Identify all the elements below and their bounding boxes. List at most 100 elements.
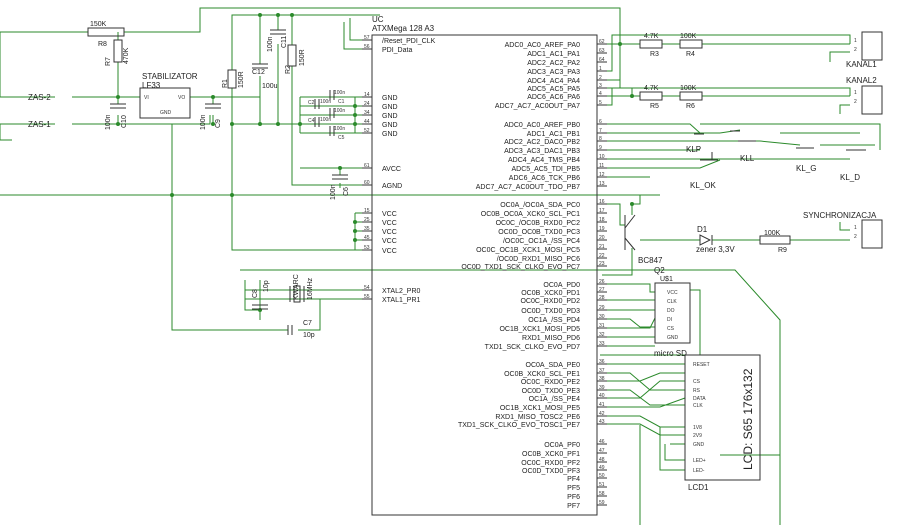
lcd-pin-label: 1V8 (693, 425, 702, 431)
sync-pin1: 1 (854, 225, 857, 231)
mcu-right-pin-number: 4 (599, 91, 602, 97)
stabilizer-gnd: GND (160, 110, 172, 116)
c5-value: 100n (334, 126, 345, 132)
mcu-right-pin-label: OC1A_/SS_PE4 (529, 396, 580, 403)
switch-kld-label: KL_D (840, 173, 860, 182)
mcu-right-pin-number: 23 (599, 261, 605, 267)
r5-name: R5 (650, 103, 659, 110)
mcu-right-pin-number: 8 (599, 136, 602, 142)
r2-name: R2 (285, 65, 292, 74)
c10-name: C10 (121, 115, 128, 128)
mcu-left-pin-number: 52 (364, 128, 370, 134)
mcu-right-pin-number: 51 (599, 482, 605, 488)
sd-title: micro SD (654, 349, 687, 358)
kanal1-pin1: 1 (854, 38, 857, 44)
mcu-right-pin-label: ADC4_AC4_TMS_PB4 (508, 157, 580, 164)
mcu-right-pin-number: 58 (599, 491, 605, 497)
c9-name: C9 (215, 119, 222, 128)
mcu-right-pin-label: ADC7_AC7_AC0OUT_PA7 (495, 103, 580, 110)
mcu-left-pin-label: GND (382, 95, 398, 102)
mcu-left-pin-label: AGND (382, 183, 402, 190)
c4-value: 100n (320, 117, 331, 123)
c10-value: 100n (105, 114, 112, 130)
mcu-right-pin-label: OC0C_RXD0_PE2 (521, 379, 580, 386)
r9-value: 100K (764, 230, 781, 237)
mcu-right-pin-number: 43 (599, 419, 605, 425)
mcu-left-pin-number: 60 (364, 180, 370, 186)
switch-klg-label: KL_G (796, 164, 816, 173)
lcd-pin-label: RS (693, 388, 701, 394)
switch-kll-label: KLL (740, 154, 755, 163)
c11-name: C11 (281, 36, 288, 48)
lcd-title: LCD: S65 176x132 (741, 368, 755, 470)
r5-value: 4.7K (644, 85, 659, 92)
mcu-right-pin-label: OC0D_OC0B_TXD0_PC3 (498, 229, 580, 236)
c6-value: 100n (330, 184, 337, 200)
mcu-right-pin-label: ADC4_AC4_PA4 (527, 78, 580, 85)
mcu-right-pin-label: ADC2_AC2_DAC0_PB2 (504, 139, 580, 146)
transistor-name: BC847 (638, 256, 663, 265)
mcu-right-pin-number: 19 (599, 226, 605, 232)
mcu-right-pin-number: 13 (599, 181, 605, 187)
mcu-right-pin-number: 30 (599, 314, 605, 320)
sd-pin-label: DO (667, 308, 675, 314)
mcu-right-pin-label: OC0D_TXD0_PD3 (521, 308, 580, 315)
mcu-right-pin-number: 49 (599, 465, 605, 471)
mcu-right-pin-number: 20 (599, 235, 605, 241)
mcu-right-pin-label: OC0C_RXD0_PD2 (520, 298, 580, 305)
mcu-right-pin-number: 10 (599, 154, 605, 160)
c8-value: 10p (263, 280, 270, 292)
mcu-right-pin-label: RXD1_MISO_PD6 (522, 335, 580, 342)
mcu-right-pin-label: ADC3_AC3_DAC1_PB3 (504, 148, 580, 155)
mcu-right-pin-number: 39 (599, 385, 605, 391)
mcu-right-pin-number: 1 (599, 66, 602, 72)
crystal-name: KWARC (293, 274, 300, 300)
mcu-right-pin-label: ADC1_AC1_PA1 (527, 51, 580, 58)
mcu-right-pin-label: PF4 (567, 476, 580, 483)
c1-value: 100n (334, 90, 345, 96)
mcu-right-pin-label: OC0D_TXD0_PE3 (522, 388, 580, 395)
lcd-pin-label: LED- (693, 468, 705, 474)
mcu-part: ATXMega 128 A3 (372, 24, 435, 33)
lcd-pin-label: LED+ (693, 458, 706, 464)
mcu-right-pin-label: OC0C_RXD0_PF2 (521, 460, 580, 467)
mcu-left-pin-number: 35 (364, 226, 370, 232)
mcu-left-pin-number: 57 (364, 35, 370, 41)
lcd-pin-label: CS (693, 379, 701, 385)
kanal1-pin2: 2 (854, 47, 857, 53)
c11-value: 100n (267, 36, 274, 52)
mcu-left-pin-label: PDI_Data (382, 47, 412, 54)
mcu-right-pin-number: 37 (599, 368, 605, 374)
mcu-left-pin-number: 14 (364, 92, 370, 98)
mcu-right-pin-number: 17 (599, 208, 605, 214)
mcu-right-pin-number: 6 (599, 119, 602, 125)
mcu-right-pin-label: TXD1_SCK_CLKO_EVO_TOSC1_PE7 (458, 422, 580, 429)
r9-name: R9 (778, 247, 787, 254)
c1-name: C1 (338, 99, 345, 105)
mcu-right-pin-label: RXD1_MISO_TOSC2_PE6 (495, 414, 580, 421)
input-zas1-label: ZAS-1 (28, 120, 51, 129)
mcu-left-pin-number: 56 (364, 44, 370, 50)
mcu-right-pin-label: ADC3_AC3_PA3 (527, 69, 580, 76)
r1-name: R1 (222, 79, 229, 88)
mcu-right-pin-label: PF5 (567, 485, 580, 492)
sd-pin-label: DI (667, 317, 672, 323)
mcu-right-pin-label: OC0B_OC0A_XCK0_SCL_PC1 (481, 211, 580, 218)
mcu-right-pin-number: 31 (599, 323, 605, 329)
c7-name: C7 (303, 320, 312, 327)
mcu-left-pin-number: 25 (364, 217, 370, 223)
crystal-value: 16MHz (307, 277, 314, 300)
lcd-pin-label: DATA (693, 396, 706, 402)
c7-value: 10p (303, 332, 315, 339)
mcu-left-pin-number: 44 (364, 119, 370, 125)
mcu-right-pin-label: OC0A_PD0 (543, 282, 580, 289)
sd-pin-label: CS (667, 326, 675, 332)
mcu-left-pin-number: 61 (364, 163, 370, 169)
kanal2-label: KANAL2 (846, 76, 877, 85)
mcu-right-pin-number: 5 (599, 100, 602, 106)
r7-value: 470K (123, 47, 130, 64)
mcu-left-pin-label: VCC (382, 211, 397, 218)
r3-value: 4.7K (644, 33, 659, 40)
mcu-right-pin-label: OC0A_/OC0A_SDA_PC0 (500, 202, 580, 209)
